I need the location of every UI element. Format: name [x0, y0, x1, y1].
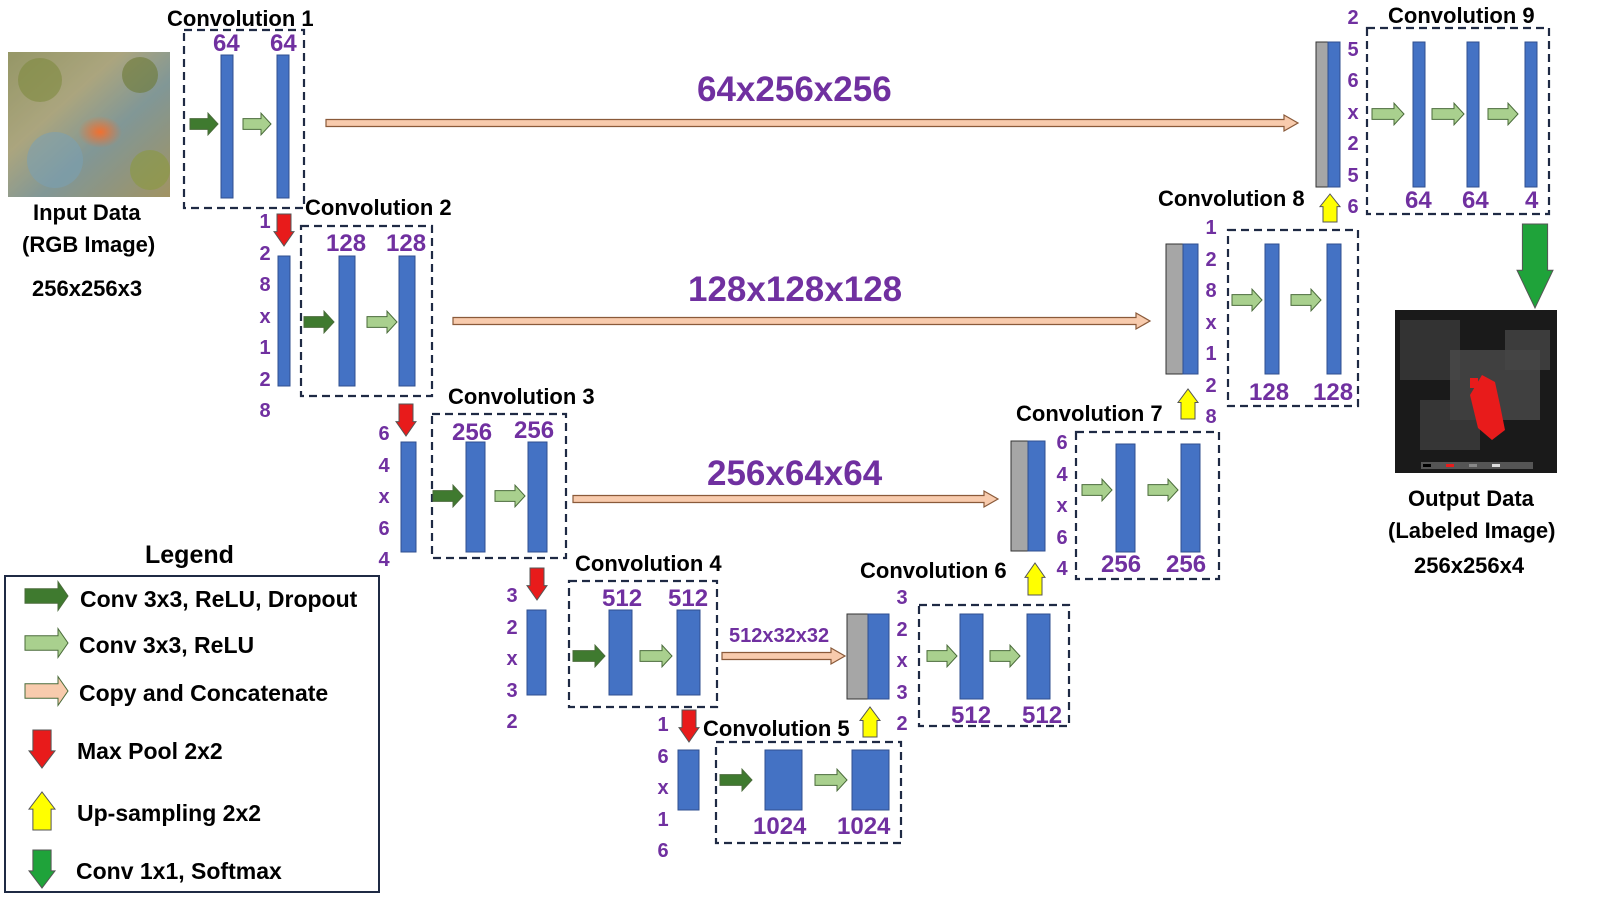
- conv2-arrow-dropout: [303, 309, 335, 335]
- skip-arrow-1: [325, 113, 1300, 133]
- skip-arrow-4: [721, 646, 847, 666]
- conv9-fmap-b: [1466, 41, 1480, 188]
- conv4-fmap-a: [608, 609, 633, 696]
- conv7-concat-gray: [1010, 440, 1029, 552]
- conv8-fmap-b: [1326, 243, 1342, 375]
- conv5-input-fmap: [677, 749, 700, 811]
- conv3-arrow-dropout: [432, 483, 464, 509]
- conv9-box: [1365, 26, 1551, 216]
- conv2-input-fmap: [277, 255, 291, 387]
- conv3-arrow-relu: [494, 483, 526, 509]
- maxpool-arrow-1: [273, 213, 295, 247]
- skip-arrow-3: [572, 489, 1000, 509]
- skip-arrow-2: [452, 311, 1152, 331]
- maxpool-arrow-2: [395, 403, 417, 437]
- conv4-input-fmap: [526, 609, 547, 696]
- conv1-arrow-dropout: [189, 111, 219, 137]
- conv7-fmap-a: [1115, 443, 1136, 553]
- conv7-arrow-relu-a: [1081, 477, 1113, 503]
- softmax-arrow: [1516, 223, 1554, 310]
- conv8-box: [1226, 228, 1360, 408]
- conv2-box: [299, 224, 434, 398]
- conv6-concat-blue: [867, 613, 890, 700]
- conv7-fmap-b: [1180, 443, 1201, 553]
- conv1-fmap-b: [276, 54, 290, 199]
- upsample-arrow-3: [1177, 388, 1199, 420]
- conv9-fmap-c: [1524, 41, 1538, 188]
- upsample-arrow-4: [1318, 193, 1342, 223]
- conv5-fmap-b: [851, 749, 890, 811]
- conv4-arrow-relu: [639, 643, 673, 669]
- legend-icon-dropout: [24, 580, 69, 612]
- legend-icon-upsample: [27, 791, 57, 831]
- conv8-arrow-relu-a: [1231, 287, 1263, 313]
- conv9-concat-blue: [1327, 41, 1341, 188]
- conv2-arrow-relu: [366, 309, 398, 335]
- conv5-box: [714, 740, 903, 845]
- conv1-arrow-relu: [242, 111, 272, 137]
- conv5-arrow-relu: [814, 767, 848, 793]
- conv9-concat-gray: [1315, 41, 1329, 188]
- conv1-box: [182, 28, 306, 210]
- conv4-fmap-b: [676, 609, 701, 696]
- conv4-arrow-dropout: [572, 643, 606, 669]
- conv9-arrow-relu-a: [1371, 101, 1405, 127]
- conv2-fmap-b: [398, 255, 416, 387]
- conv8-concat-gray: [1165, 243, 1184, 375]
- conv5-arrow-dropout: [719, 767, 753, 793]
- conv3-input-fmap: [400, 441, 417, 553]
- conv6-arrow-relu-b: [989, 643, 1021, 669]
- conv9-arrow-relu-c: [1487, 101, 1519, 127]
- conv8-concat-blue: [1182, 243, 1199, 375]
- upsample-arrow-2: [1024, 562, 1046, 596]
- legend-icon-concat: [24, 675, 69, 707]
- conv3-box: [430, 412, 568, 560]
- legend-icon-softmax: [27, 849, 57, 889]
- conv1-fmap-a: [220, 54, 234, 199]
- conv6-arrow-relu-a: [926, 643, 958, 669]
- maxpool-arrow-4: [678, 709, 700, 743]
- conv6-fmap-a: [959, 613, 984, 700]
- output-image: [1395, 310, 1557, 473]
- legend-icon-maxpool: [27, 729, 57, 769]
- conv3-fmap-b: [527, 441, 548, 553]
- conv9-arrow-relu-b: [1431, 101, 1465, 127]
- legend-icon-relu: [24, 627, 69, 659]
- conv2-fmap-a: [338, 255, 356, 387]
- conv7-box: [1074, 430, 1221, 581]
- conv6-concat-gray: [846, 613, 869, 700]
- conv3-fmap-a: [465, 441, 486, 553]
- conv8-arrow-relu-b: [1290, 287, 1322, 313]
- conv5-fmap-a: [764, 749, 803, 811]
- input-image: [8, 52, 170, 197]
- conv7-arrow-relu-b: [1147, 477, 1179, 503]
- conv9-fmap-a: [1412, 41, 1426, 188]
- conv8-fmap-a: [1264, 243, 1280, 375]
- conv6-fmap-b: [1026, 613, 1051, 700]
- conv6-box: [917, 603, 1071, 728]
- conv4-box: [567, 579, 719, 709]
- maxpool-arrow-3: [526, 567, 548, 601]
- upsample-arrow-1: [859, 706, 881, 738]
- conv7-concat-blue: [1027, 440, 1046, 552]
